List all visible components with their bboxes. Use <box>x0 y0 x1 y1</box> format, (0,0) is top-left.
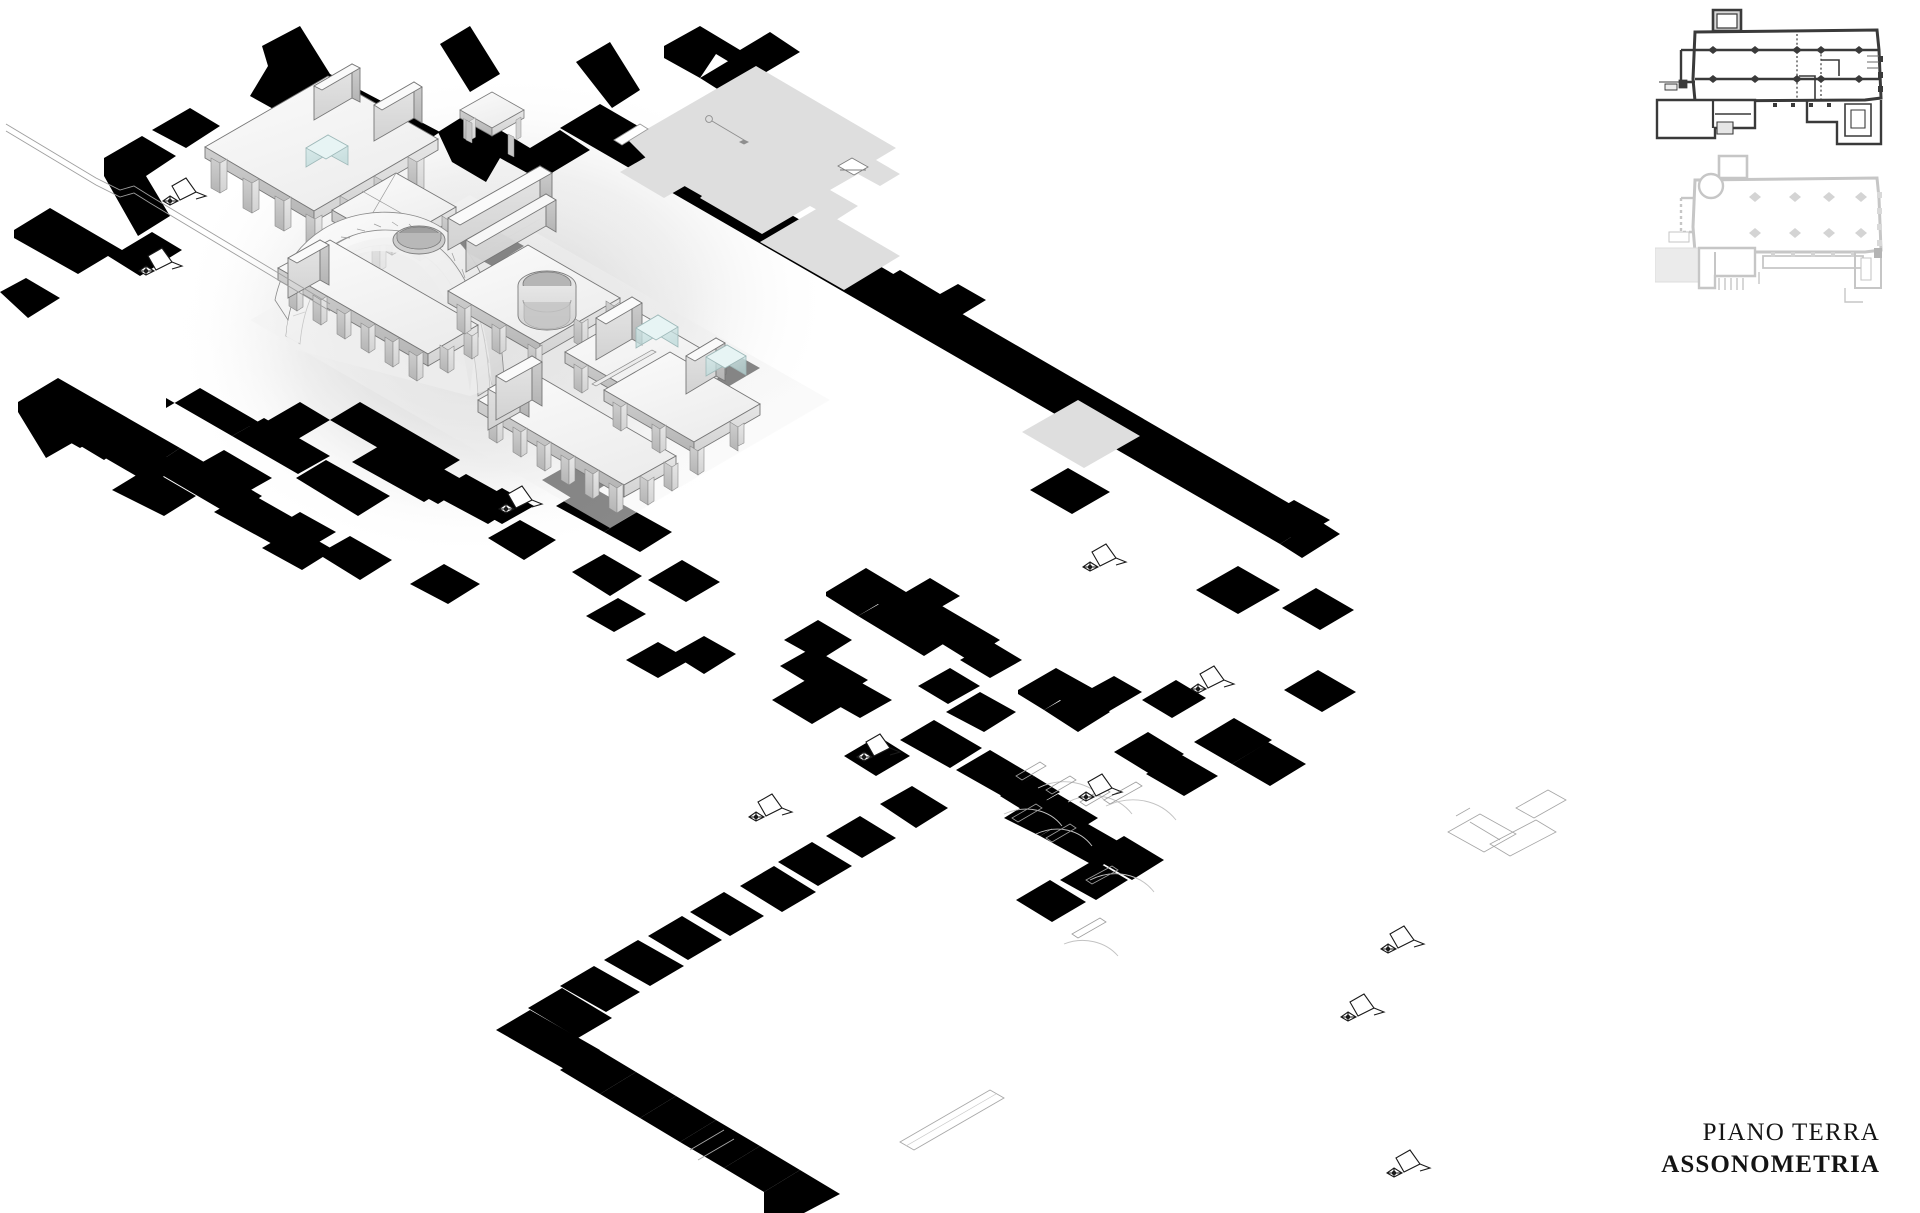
drawing-label: ASSONOMETRIA <box>1661 1151 1880 1178</box>
view-marker <box>137 247 184 276</box>
view-marker <box>1339 993 1386 1022</box>
view-marker <box>1077 773 1124 802</box>
view-marker <box>1379 925 1426 954</box>
view-marker <box>1081 543 1128 572</box>
ground-floor-key-plan[interactable] <box>1655 4 1913 154</box>
door-leaf-symbol <box>613 123 649 146</box>
view-marker <box>161 177 208 206</box>
central-spine-platform <box>447 165 621 375</box>
circular-well-a <box>392 225 446 255</box>
circular-well-b <box>517 270 577 331</box>
courtyard-paving <box>613 66 1140 468</box>
south-end-panel <box>495 355 543 421</box>
light-fixture-symbol <box>705 115 750 145</box>
glass-vitrine-a <box>305 134 349 168</box>
view-marker <box>1189 665 1236 694</box>
long-bench-south <box>277 239 479 382</box>
glass-vitrine-c <box>705 344 747 377</box>
bench-symbol <box>837 157 869 176</box>
partition-panel <box>595 296 643 361</box>
long-bench-north <box>204 63 439 250</box>
key-plan-group <box>1655 4 1913 322</box>
east-platform-group <box>564 296 761 476</box>
view-marker <box>1385 1149 1432 1178</box>
view-marker <box>855 733 902 762</box>
model-volumes <box>204 63 830 528</box>
view-marker <box>497 485 544 514</box>
title-block: PIANO TERRA ASSONOMETRIA <box>1661 1117 1880 1181</box>
small-table-north <box>459 91 525 158</box>
upper-floor-key-plan[interactable] <box>1655 152 1913 312</box>
view-marker <box>747 793 794 822</box>
glass-vitrine-b <box>635 314 679 349</box>
level-label: PIANO TERRA <box>1702 1119 1880 1146</box>
reference-markers <box>137 177 1432 1178</box>
